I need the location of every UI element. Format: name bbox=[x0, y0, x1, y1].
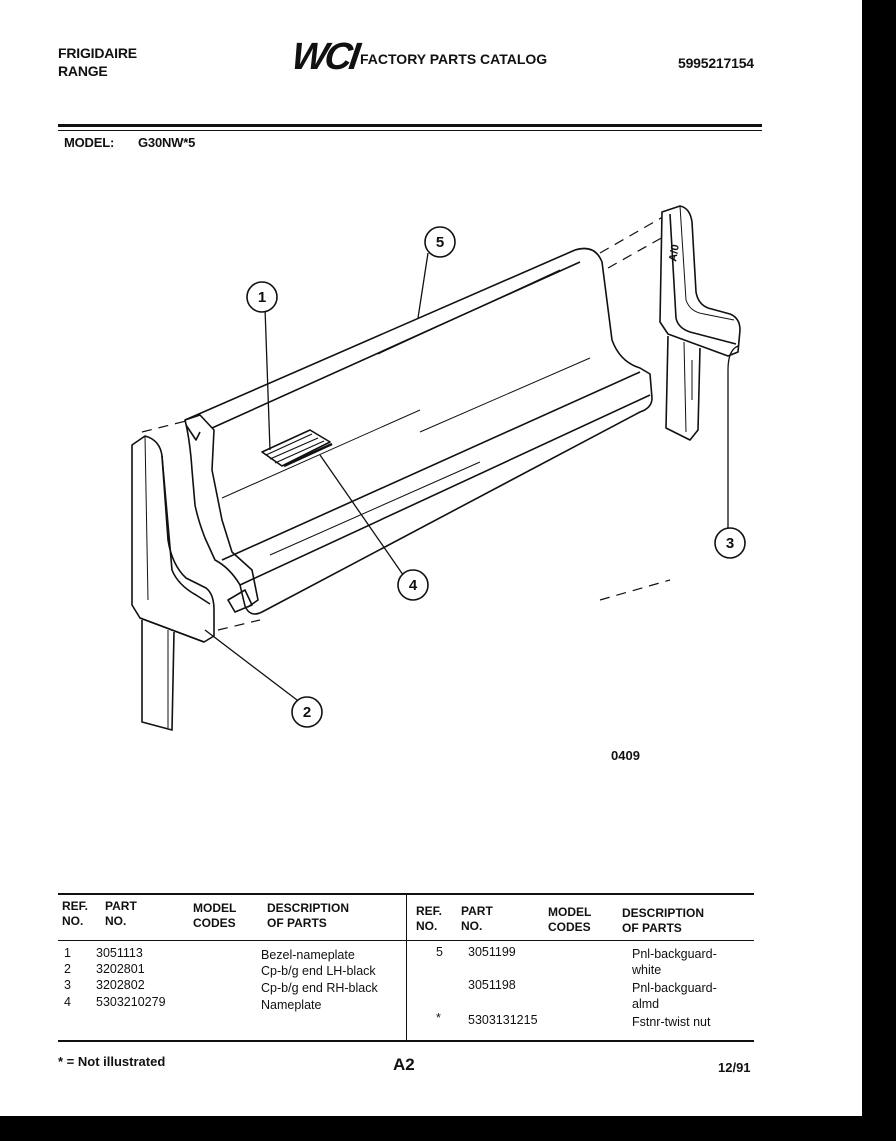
model-value: G30NW*5 bbox=[138, 135, 196, 150]
catalog-title: FACTORY PARTS CATALOG bbox=[360, 51, 548, 67]
figure-code: 0409 bbox=[611, 748, 640, 763]
bezel-nameplate bbox=[261, 429, 333, 468]
footnote: * = Not illustrated bbox=[58, 1054, 166, 1069]
callout-3-label: 3 bbox=[726, 535, 734, 552]
callout-1 bbox=[246, 281, 278, 313]
brand-name: FRIGIDAIRE bbox=[58, 45, 137, 61]
callouts bbox=[246, 226, 746, 728]
header-ref-no-right: REF.NO. bbox=[416, 904, 443, 933]
header-rule-thin bbox=[58, 130, 762, 131]
callout-4-label: 4 bbox=[409, 577, 418, 594]
product-type: RANGE bbox=[58, 63, 108, 79]
table-rule-bottom bbox=[58, 1040, 754, 1042]
catalog-page: FRIGIDAIRE RANGE WCI FACTORY PARTS CATAL… bbox=[0, 0, 862, 1116]
callout-1-label: 1 bbox=[258, 289, 266, 306]
callout-2-label: 2 bbox=[303, 704, 311, 721]
callout-4 bbox=[397, 569, 429, 601]
lh-end-cap bbox=[131, 435, 215, 731]
publication-date: 12/91 bbox=[718, 1060, 751, 1075]
alignment-lines bbox=[141, 213, 673, 631]
header-ref-no-left: REF.NO. bbox=[62, 899, 89, 928]
backguard-panel bbox=[184, 247, 653, 615]
catalog-number: 5995217154 bbox=[678, 55, 754, 71]
brand-block: FRIGIDAIRE RANGE bbox=[58, 44, 137, 80]
table-rule-top bbox=[58, 893, 754, 895]
page-number: A2 bbox=[393, 1055, 415, 1074]
callout-5 bbox=[424, 226, 456, 258]
model-label: MODEL: bbox=[64, 135, 115, 150]
table-column-divider bbox=[406, 895, 407, 1041]
header-rule-thick bbox=[58, 124, 762, 127]
callout-5-label: 5 bbox=[436, 234, 444, 251]
callout-3 bbox=[714, 527, 746, 559]
rh-end-cap bbox=[659, 205, 741, 441]
exploded-parts-diagram: A/0 1 2 3 4 5 bbox=[131, 205, 746, 731]
leader-lines bbox=[204, 252, 739, 701]
end-cap-marking: A/0 bbox=[667, 244, 682, 263]
callout-2 bbox=[291, 696, 323, 728]
wci-logo: WCI bbox=[289, 36, 360, 78]
